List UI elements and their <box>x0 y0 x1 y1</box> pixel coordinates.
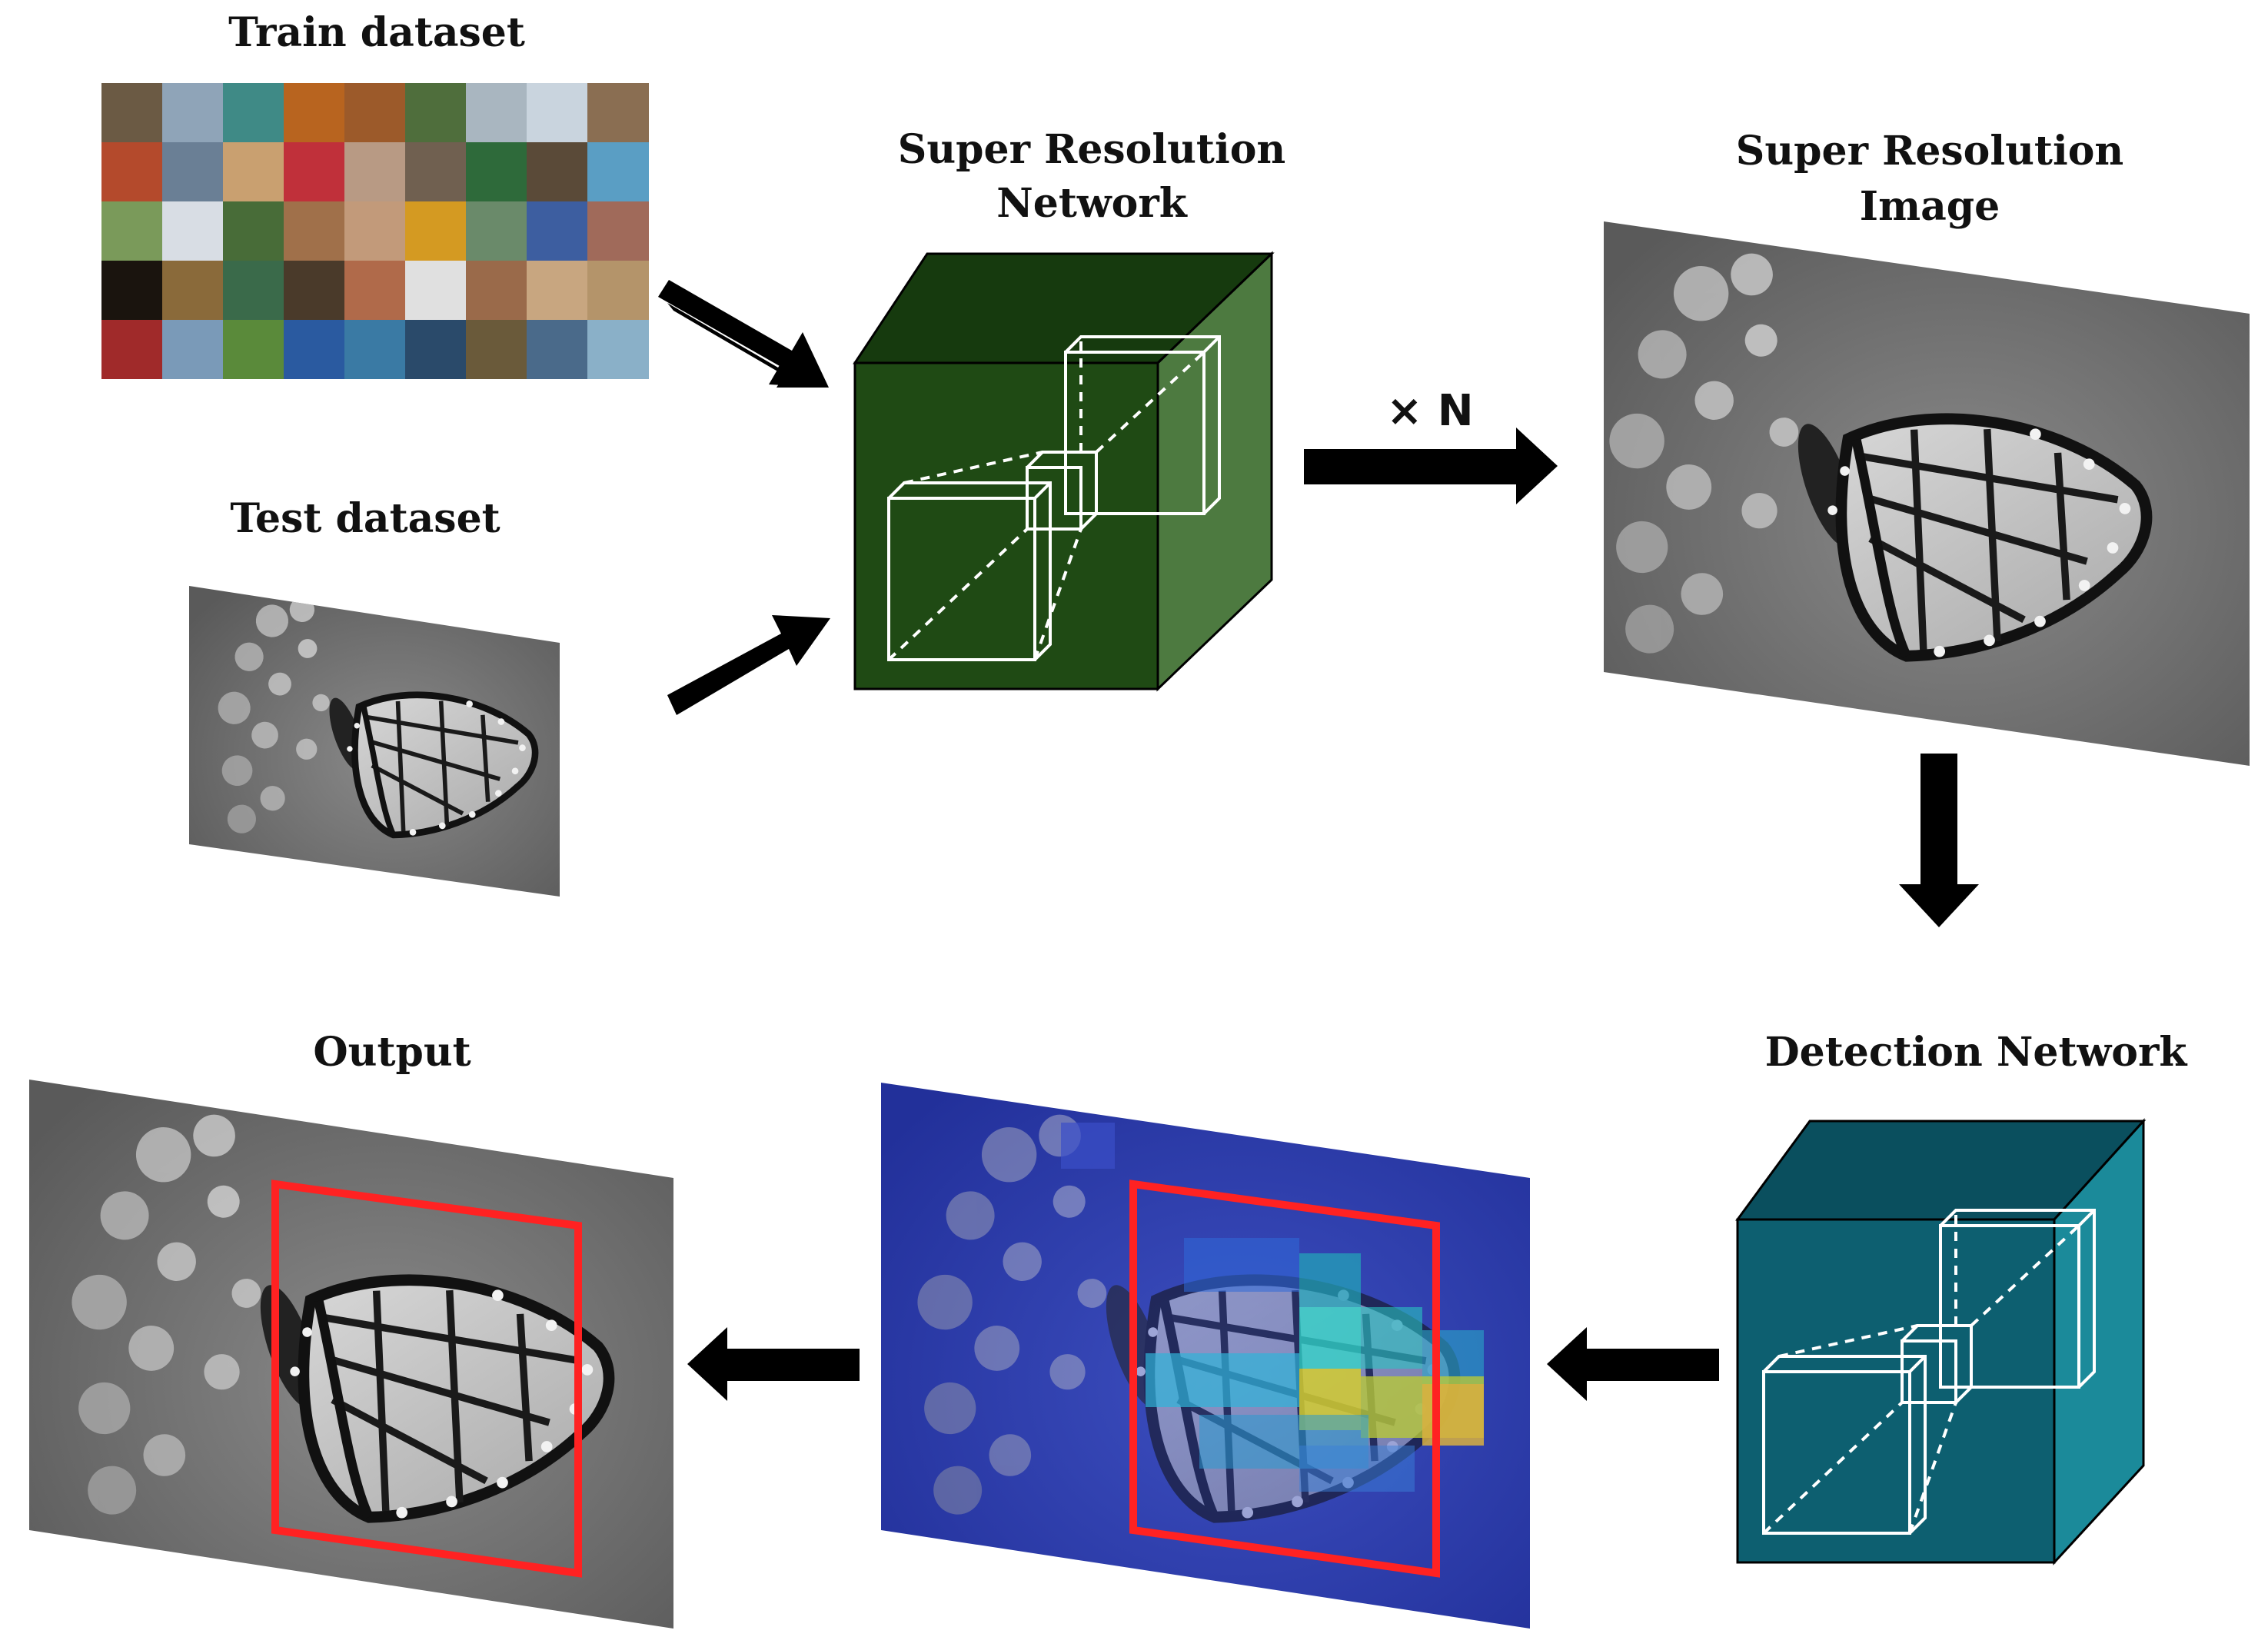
test-dataset-image <box>189 586 560 897</box>
arrow-detection-to-heatmap <box>1547 1327 1719 1401</box>
times-n-label: × N <box>1386 386 1474 436</box>
sr-image <box>1604 221 2250 766</box>
arrow-sr-to-image <box>1304 428 1558 504</box>
train-dataset-label: Train dataset <box>228 9 525 56</box>
sr-network-label-line2: Network <box>996 180 1187 227</box>
arrow-test-to-sr <box>667 615 830 715</box>
train-dataset-mosaic <box>101 83 649 379</box>
output-image <box>29 1080 673 1629</box>
test-dataset-label: Test dataset <box>230 495 500 542</box>
sr-network-label-line1: Super Resolution <box>897 126 1286 173</box>
sr-image-label-line1: Super Resolution <box>1735 128 2124 175</box>
sr-network-cube <box>853 251 1275 692</box>
arrow-train-to-sr <box>658 280 829 388</box>
heatmap-image <box>881 1083 1530 1629</box>
output-label: Output <box>313 1029 471 1076</box>
arrow-heatmap-to-output <box>687 1327 860 1401</box>
sr-image-label-line2: Image <box>1859 183 2000 230</box>
arrow-image-to-detection <box>1899 754 1979 927</box>
detection-network-label: Detection Network <box>1764 1029 2187 1076</box>
detection-network-cube <box>1735 1118 2147 1565</box>
